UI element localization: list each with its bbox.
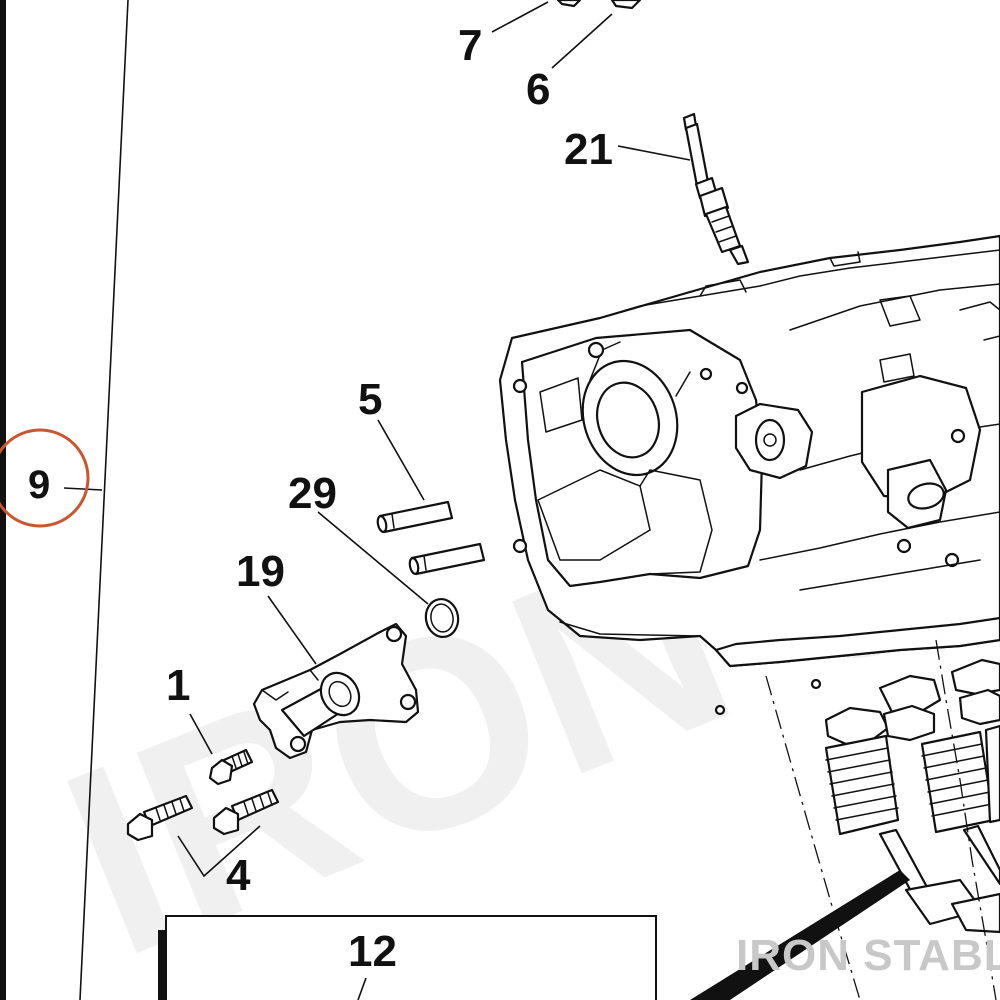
part-7-fragment <box>556 0 582 8</box>
panel-divider-line <box>79 0 129 1000</box>
callout-4: 4 <box>226 851 251 900</box>
valve-spring-left <box>824 734 900 836</box>
callout-12: 12 <box>348 927 397 976</box>
part-6-fragment <box>610 0 642 10</box>
left-border <box>0 0 6 1000</box>
callout-1: 1 <box>166 661 190 710</box>
callout-9: 9 <box>28 463 50 507</box>
dowel-pin-upper <box>376 500 454 534</box>
centerline-right <box>935 639 997 1000</box>
callout-7: 7 <box>458 21 482 70</box>
bolt-long-right <box>212 788 280 836</box>
highlight-circle <box>0 428 90 528</box>
centerline-left <box>765 675 861 1000</box>
o-ring <box>424 597 460 639</box>
callout-21: 21 <box>564 125 613 174</box>
wedge-shape <box>690 870 910 1000</box>
bolt-long-left <box>126 794 194 842</box>
spark-plug <box>682 112 750 266</box>
tensioner-assembly <box>252 622 420 760</box>
brand-stamp: IRON STABLE <box>736 931 1000 980</box>
callout-5: 5 <box>358 375 382 424</box>
part-12-box <box>165 915 657 1000</box>
valve-spring-right <box>920 730 996 834</box>
callout-6: 6 <box>526 65 550 114</box>
valvetrain <box>714 639 1000 1000</box>
valve-spring-far <box>984 724 1000 824</box>
bolt-short <box>208 748 254 786</box>
cylinder-head <box>498 234 1000 668</box>
callout-29: 29 <box>288 469 337 518</box>
callout-9-highlight[interactable]: 9 <box>0 428 90 528</box>
part-12-box-shadow <box>158 930 166 1000</box>
callout-19: 19 <box>236 547 285 596</box>
dowel-pin-lower <box>408 542 486 576</box>
leader-lines <box>63 1 691 1000</box>
